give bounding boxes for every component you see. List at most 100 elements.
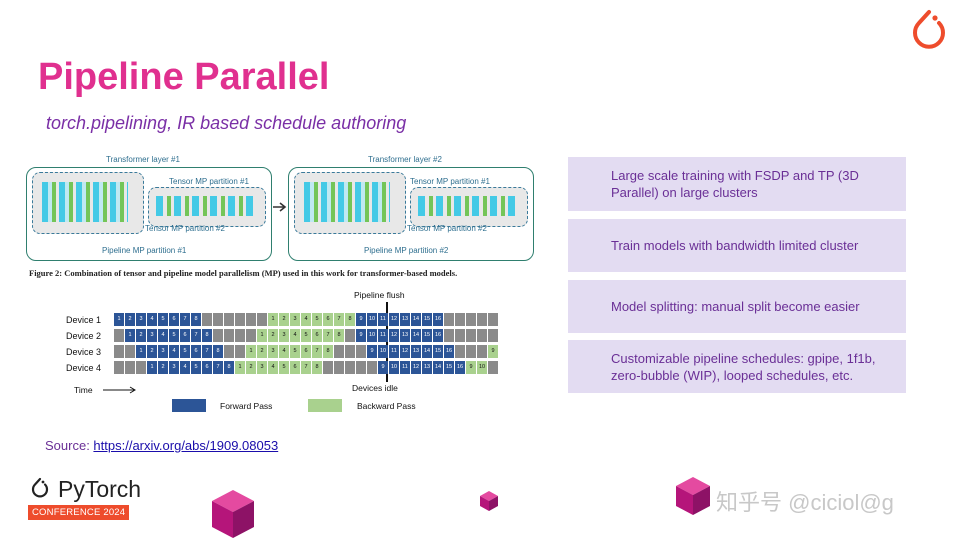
backward-cell: 8 (312, 361, 323, 374)
forward-cell: 9 (356, 313, 367, 326)
idle-cell (444, 329, 455, 342)
forward-cell: 4 (158, 329, 169, 342)
forward-cell: 14 (433, 361, 444, 374)
idle-cell (466, 329, 477, 342)
forward-cell: 10 (378, 345, 389, 358)
forward-cell: 12 (389, 329, 400, 342)
forward-cell: 12 (389, 313, 400, 326)
idle-cell (235, 313, 246, 326)
backward-cell: 8 (334, 329, 345, 342)
source-link[interactable]: https://arxiv.org/abs/1909.08053 (93, 438, 279, 453)
idle-cell (246, 329, 257, 342)
bullet-schedules-text: Customizable pipeline schedules: gpipe, … (611, 350, 876, 383)
idle-cell (356, 345, 367, 358)
backward-cell: 8 (323, 345, 334, 358)
idle-cell (477, 313, 488, 326)
forward-cell: 7 (213, 361, 224, 374)
backward-cell: 4 (279, 345, 290, 358)
forward-cell: 5 (191, 361, 202, 374)
device-3-label: Device 3 (66, 347, 102, 357)
backward-cell: 10 (477, 361, 488, 374)
backward-cell: 5 (312, 313, 323, 326)
idle-cell (455, 313, 466, 326)
forward-cell: 16 (444, 345, 455, 358)
bullet-schedules: Customizable pipeline schedules: gpipe, … (568, 340, 906, 393)
forward-cell: 10 (367, 313, 378, 326)
forward-cell: 8 (202, 329, 213, 342)
idle-cell (356, 361, 367, 374)
idle-cell (224, 329, 235, 342)
legend-forward-swatch (172, 399, 206, 412)
legend-backward-swatch (308, 399, 342, 412)
idle-cell (455, 329, 466, 342)
forward-cell: 6 (191, 345, 202, 358)
tensor-mp-1-label-a: Tensor MP partition #1 (169, 177, 249, 186)
backward-cell: 4 (290, 329, 301, 342)
idle-cell (466, 345, 477, 358)
forward-cell: 6 (180, 329, 191, 342)
backward-cell: 1 (246, 345, 257, 358)
idle-cell (345, 345, 356, 358)
backward-cell: 7 (334, 313, 345, 326)
source-line: Source: https://arxiv.org/abs/1909.08053 (45, 438, 278, 453)
forward-cell: 1 (125, 329, 136, 342)
cube-small-icon (480, 491, 498, 511)
idle-cell (246, 313, 257, 326)
backward-cell: 2 (279, 313, 290, 326)
arrow-right-icon (273, 202, 287, 212)
legend-forward-label: Forward Pass (220, 401, 273, 411)
idle-cell (334, 361, 345, 374)
backward-cell: 9 (466, 361, 477, 374)
layer1-mlp-block (156, 196, 256, 216)
backward-cell: 1 (268, 313, 279, 326)
layer1-label: Transformer layer #1 (106, 155, 180, 164)
conference-badge: CONFERENCE 2024 (28, 505, 130, 520)
idle-cell (466, 313, 477, 326)
forward-cell: 8 (191, 313, 202, 326)
forward-cell: 9 (378, 361, 389, 374)
forward-cell: 11 (378, 329, 389, 342)
idle-cell (477, 345, 488, 358)
forward-cell: 1 (147, 361, 158, 374)
slide-subtitle: torch.pipelining, IR based schedule auth… (46, 113, 407, 133)
devices-idle-label: Devices idle (352, 383, 398, 393)
forward-cell: 7 (191, 329, 202, 342)
forward-cell: 15 (433, 345, 444, 358)
pytorch-flame-icon (913, 10, 945, 49)
bullet-model-splitting-text: Model splitting: manual split become eas… (611, 299, 860, 314)
forward-cell: 15 (444, 361, 455, 374)
idle-cell (114, 361, 125, 374)
tensor-mp-2-label-b: Tensor MP partition #2 (407, 224, 487, 233)
idle-cell (125, 345, 136, 358)
forward-cell: 11 (378, 313, 389, 326)
forward-cell: 16 (433, 329, 444, 342)
bullet-bandwidth: Train models with bandwidth limited clus… (568, 219, 906, 272)
forward-cell: 11 (389, 345, 400, 358)
bullet-model-splitting: Model splitting: manual split become eas… (568, 280, 906, 333)
slide-title: Pipeline Parallel (38, 56, 330, 98)
legend-backward-label: Backward Pass (357, 401, 416, 411)
backward-cell: 3 (290, 313, 301, 326)
forward-cell: 16 (455, 361, 466, 374)
idle-cell (345, 329, 356, 342)
backward-cell: 5 (279, 361, 290, 374)
forward-cell: 7 (202, 345, 213, 358)
model-parallel-figure: Transformer layer #1 Transformer layer #… (24, 152, 544, 267)
idle-cell (224, 313, 235, 326)
layer1-attention-block (42, 182, 128, 222)
backward-cell: 2 (268, 329, 279, 342)
backward-cell: 1 (235, 361, 246, 374)
tensor-mp-2-label-a: Tensor MP partition #2 (145, 224, 225, 233)
layer1-box (26, 167, 272, 261)
bullet-3d-parallel: Large scale training with FSDP and TP (3… (568, 157, 906, 211)
layer2-label: Transformer layer #2 (368, 155, 442, 164)
forward-cell: 15 (422, 329, 433, 342)
forward-cell: 2 (147, 345, 158, 358)
cube-large-icon (212, 490, 254, 538)
idle-cell (224, 345, 235, 358)
idle-cell (114, 329, 125, 342)
device-2-label: Device 2 (66, 331, 102, 341)
idle-cell (235, 345, 246, 358)
backward-cell: 2 (257, 345, 268, 358)
backward-cell: 3 (279, 329, 290, 342)
